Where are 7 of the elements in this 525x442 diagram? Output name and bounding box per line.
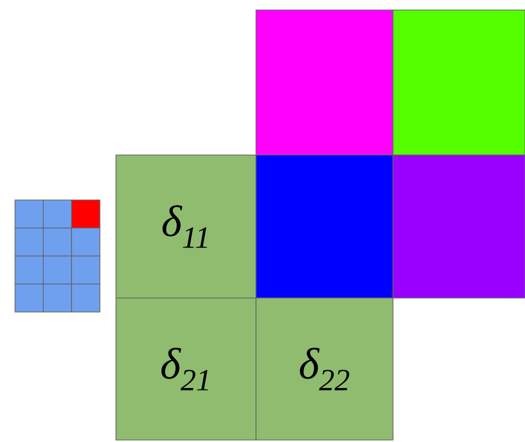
matrix-cell: δ$_{21}$ (116, 298, 256, 440)
matrix-cell (392, 10, 525, 156)
matrix-cell (256, 154, 394, 298)
matrix-cell: δ$_{22}$ (256, 298, 394, 440)
matrix-cell: δ$_{11}$ (116, 154, 256, 298)
matrix-cell (392, 154, 525, 298)
matrix-cell (256, 10, 394, 156)
